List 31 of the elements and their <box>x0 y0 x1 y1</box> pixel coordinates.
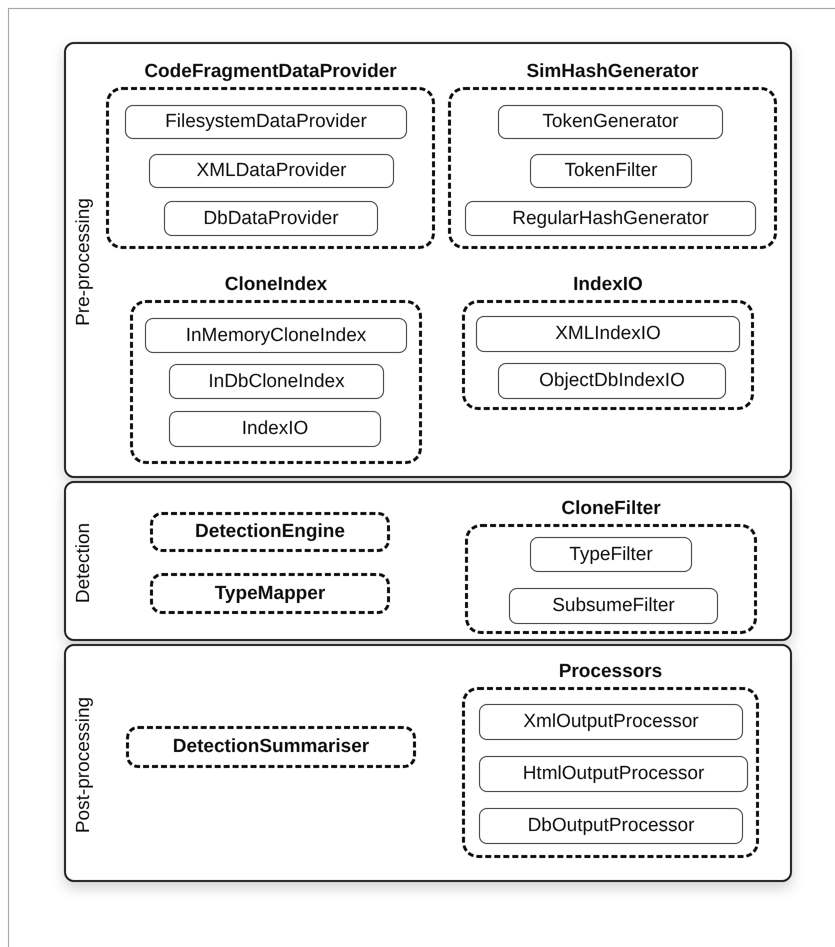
component-box: InDbCloneIndex <box>169 364 384 399</box>
component-box: RegularHashGenerator <box>465 201 756 236</box>
component-box: XMLDataProvider <box>149 154 394 188</box>
component-box: DetectionSummariser <box>126 726 416 768</box>
component-box: DetectionEngine <box>150 512 390 552</box>
component-box: IndexIO <box>169 411 381 447</box>
stage-panel <box>64 42 792 478</box>
component-box: DbDataProvider <box>164 201 378 236</box>
group-heading: SimHashGenerator <box>525 60 700 84</box>
component-box: ObjectDbIndexIO <box>498 363 726 399</box>
stage-label: Post-processing <box>73 696 96 834</box>
component-box: TokenFilter <box>530 154 692 188</box>
component-box: HtmlOutputProcessor <box>479 756 748 792</box>
stage-label: Pre-processing <box>72 198 95 326</box>
component-box: DbOutputProcessor <box>479 808 743 844</box>
component-box: TypeFilter <box>530 537 692 572</box>
group-heading: IndexIO <box>572 273 644 297</box>
component-box: TokenGenerator <box>498 105 723 139</box>
stage-label: Detection <box>73 522 96 604</box>
component-box: XMLIndexIO <box>476 316 740 352</box>
component-box: SubsumeFilter <box>509 588 718 624</box>
group-heading: CodeFragmentDataProvider <box>143 60 398 84</box>
group-heading: CloneFilter <box>560 497 662 521</box>
stage-panel <box>64 644 792 882</box>
component-box: InMemoryCloneIndex <box>145 318 407 353</box>
group-heading: CloneIndex <box>224 273 328 297</box>
component-box: TypeMapper <box>150 573 390 614</box>
group-heading: Processors <box>558 660 664 684</box>
component-box: XmlOutputProcessor <box>479 704 743 740</box>
stage-panel <box>64 481 792 641</box>
component-box: FilesystemDataProvider <box>125 105 407 139</box>
